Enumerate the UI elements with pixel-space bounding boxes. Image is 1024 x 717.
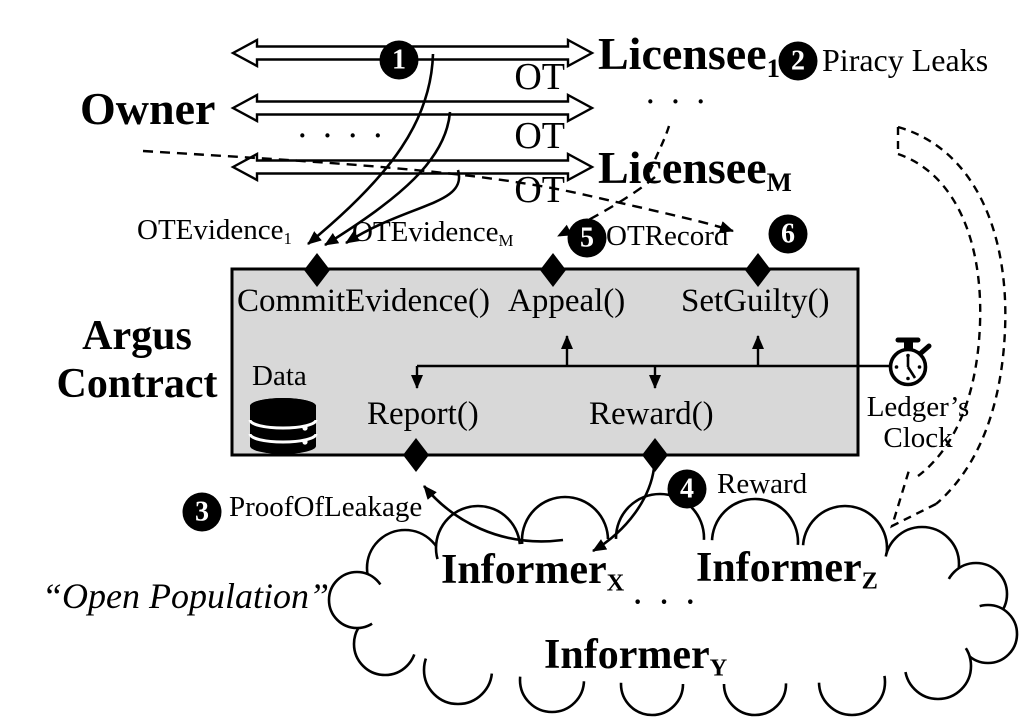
step-badge-4: 4: [667, 469, 707, 509]
stopwatch-icon: [888, 337, 932, 387]
set-guilty-fn: SetGuilty(): [681, 283, 830, 319]
step-badge-5: 5: [567, 218, 607, 258]
step-badge-3: 3: [182, 492, 222, 532]
reward-fn: Reward(): [589, 396, 714, 432]
licensee-ellipsis-dashed: [647, 125, 671, 175]
ot-evidence-curves: [307, 53, 461, 247]
proof-of-leakage-label: ProofOfLeakage: [229, 491, 423, 523]
ot-label-2: OT: [514, 115, 565, 157]
piracy-leaks-label: Piracy Leaks: [822, 42, 989, 78]
ledger-clock-label: Ledger’s Clock: [851, 392, 985, 454]
informer-x-label: InformerX: [441, 547, 625, 597]
commit-evidence-fn: CommitEvidence(): [237, 283, 490, 319]
piracy-flow-dashed-arrow: [890, 125, 1007, 529]
ot-record-label: OTRecord: [606, 220, 729, 252]
proof-of-leakage-curve: [422, 485, 564, 543]
ot-evidence-1-label: OTEvidence1: [137, 214, 292, 249]
report-fn: Report(): [367, 396, 479, 432]
ot-label-1: OT: [514, 56, 565, 98]
step-badge-6: 6: [768, 214, 808, 254]
licensee-ellipsis: · · ·: [646, 87, 711, 116]
appeal-fn: Appeal(): [508, 283, 626, 319]
licensee-1-label: Licensee1: [598, 28, 780, 83]
reward-curve: [592, 467, 656, 553]
step-badge-2: 2: [778, 41, 818, 81]
step-badge-1: 1: [379, 40, 419, 80]
ot-label-3: OT: [514, 169, 565, 211]
owner-ellipsis: · · · ·: [298, 121, 388, 150]
informer-y-label: InformerY: [544, 632, 728, 682]
licenseeM-to-appeal-dashed: [557, 176, 656, 238]
ledger-clock-line1: Ledger’s: [866, 391, 970, 423]
informer-ellipsis: · · ·: [633, 587, 701, 618]
internal-connectors: [411, 335, 891, 389]
contract-title-line1: Argus: [82, 313, 192, 359]
dashed-links: [142, 125, 734, 238]
ledger-clock-line2: Clock: [883, 422, 953, 454]
owner-label: Owner: [80, 83, 216, 134]
informer-z-label: InformerZ: [696, 545, 878, 595]
contract-title: Argus Contract: [37, 312, 237, 408]
open-population-cloud: [327, 492, 1019, 717]
interface-diamonds: [304, 253, 771, 472]
open-population-label: “Open Population”: [42, 576, 330, 616]
owner-to-setguilty-dashed: [142, 149, 734, 233]
ot-evidence-m-label: OTEvidenceM: [352, 216, 514, 251]
database-icon: [248, 398, 318, 454]
contract-title-line2: Contract: [56, 361, 218, 407]
reward-message-label: Reward: [717, 468, 808, 500]
informer-curves: [422, 467, 656, 553]
contract-box: [230, 267, 860, 457]
data-store-label: Data: [252, 360, 307, 392]
licensee-m-label: LicenseeM: [598, 142, 792, 197]
